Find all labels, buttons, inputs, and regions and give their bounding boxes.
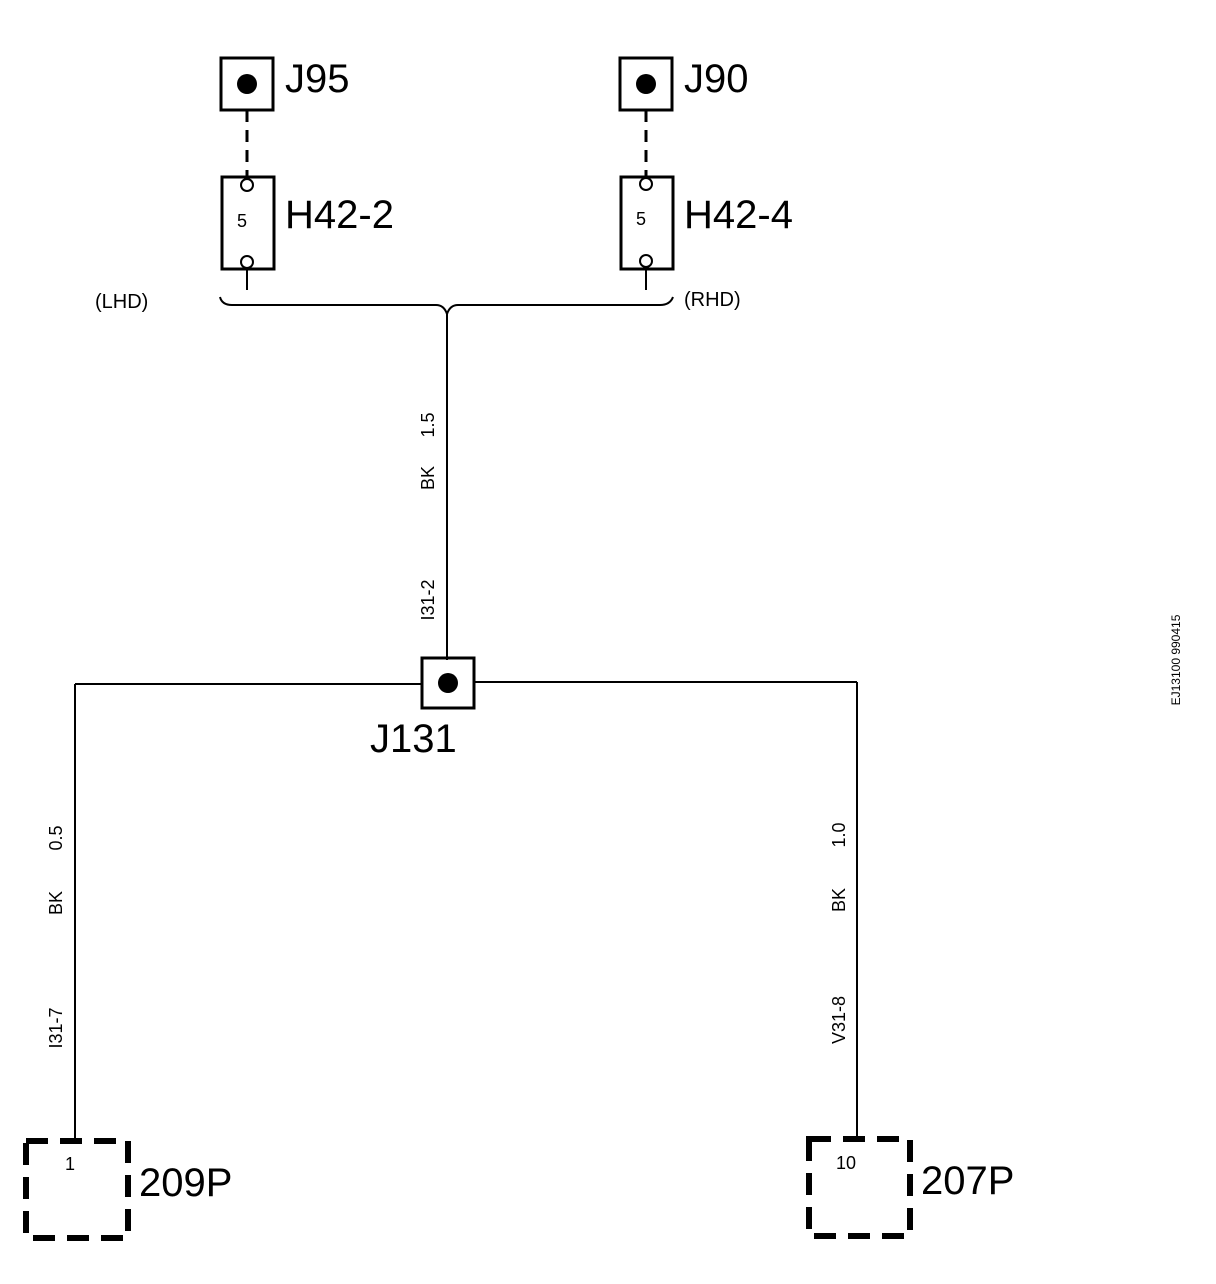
fuse-h42-2-label: H42-2: [285, 193, 394, 237]
wire-left-color: BK: [46, 891, 66, 915]
splice-j131-label: J131: [370, 717, 457, 761]
wire-main-id: I31-2: [418, 579, 438, 620]
component-209p-pin: 1: [65, 1154, 75, 1174]
connector-j95: J95: [219, 56, 350, 112]
component-209p-label: 209P: [139, 1161, 232, 1205]
fuse-h42-4: 5 H42-4: [619, 175, 793, 271]
wire-left-size: 0.5: [46, 825, 66, 850]
component-207p: 10 207P: [806, 1136, 1014, 1239]
component-207p-pin: 10: [836, 1153, 856, 1173]
fuse-h42-2: 5 H42-2: [220, 175, 394, 271]
variant-brace: [219, 296, 674, 318]
connector-j90-label: J90: [684, 57, 749, 101]
fuse-h42-4-pin: 5: [636, 209, 646, 229]
rhd-label: (RHD): [684, 289, 741, 311]
connector-j90: J90: [618, 56, 749, 112]
fuse-h42-2-pin: 5: [237, 211, 247, 231]
wire-right-color: BK: [829, 888, 849, 912]
lhd-label: (LHD): [95, 291, 148, 313]
wire-right-size: 1.0: [829, 822, 849, 847]
wire-main-size: 1.5: [418, 412, 438, 437]
fuse-h42-4-label: H42-4: [684, 193, 793, 237]
reference-number: EJ13100 990415: [1169, 614, 1183, 705]
component-207p-label: 207P: [921, 1159, 1014, 1203]
wire-right-id: V31-8: [829, 996, 849, 1044]
connector-j95-label: J95: [285, 57, 350, 101]
component-209p: 1 209P: [23, 1138, 232, 1241]
wire-left-id: I31-7: [46, 1007, 66, 1048]
wire-main-color: BK: [418, 466, 438, 490]
splice-j131: J131: [370, 656, 476, 761]
